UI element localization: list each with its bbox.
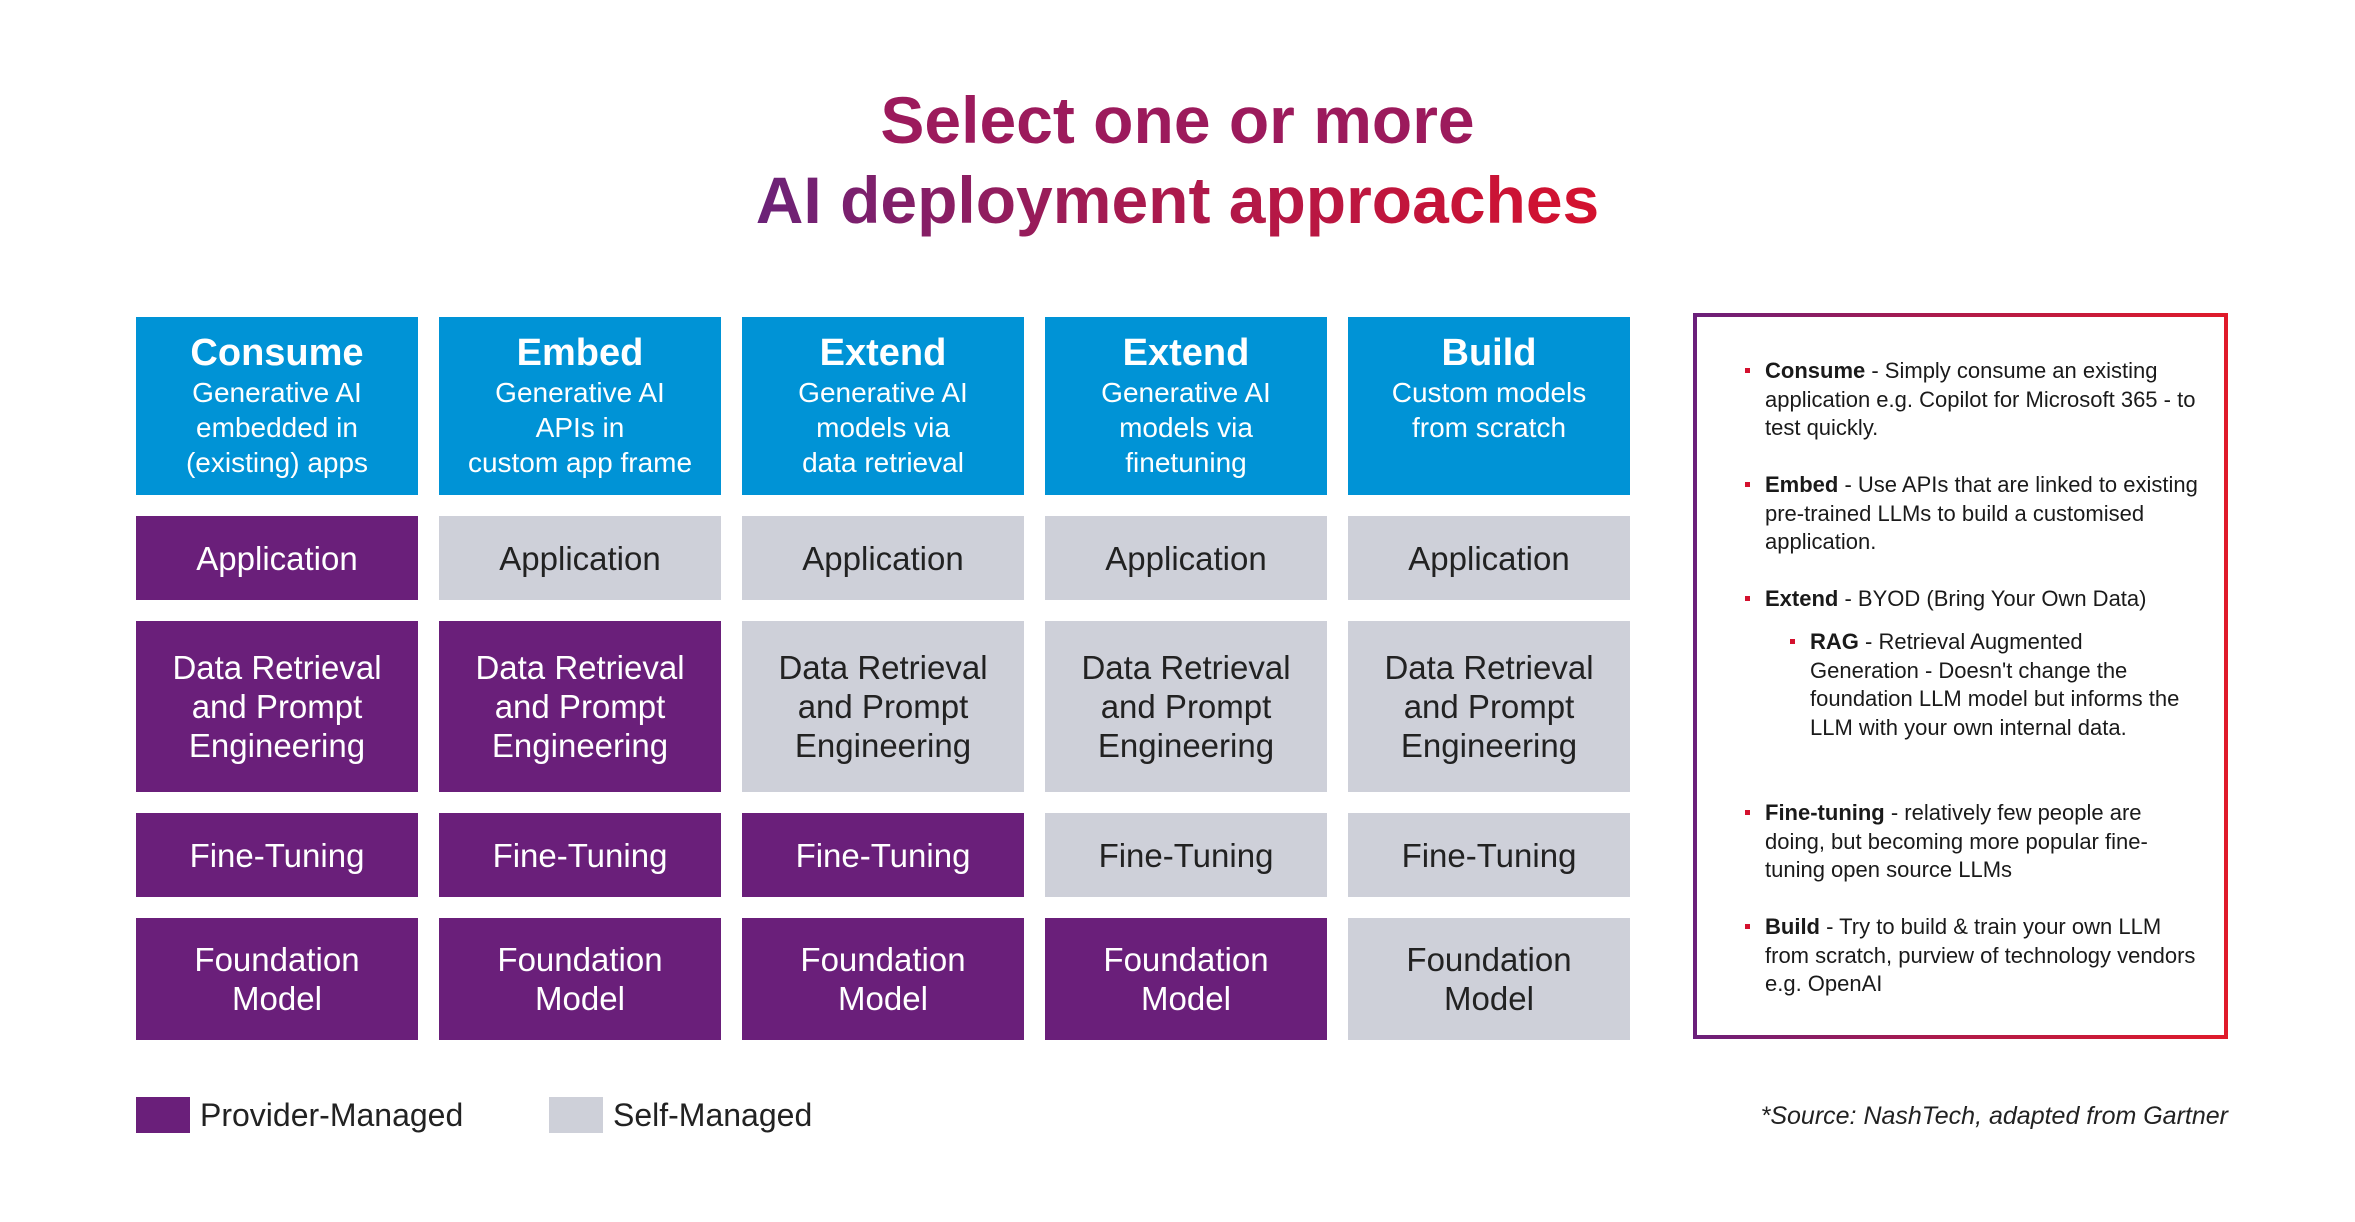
layer-fine-tuning: Fine-Tuning: [742, 813, 1024, 897]
column-title: Extend: [819, 332, 947, 374]
page-title: Select one or more AI deployment approac…: [0, 80, 2355, 240]
column-subtitle-line: APIs in: [535, 412, 625, 443]
bullet-icon: [1745, 596, 1750, 601]
column-subtitle-line: from scratch: [1411, 412, 1567, 443]
legend-provider-swatch: [136, 1097, 190, 1133]
layer-data-retrieval: Data Retrieval and Prompt Engineering: [136, 621, 418, 792]
note-build: Build - Try to build & train your own LL…: [1745, 913, 2205, 999]
note-extend: Extend - BYOD (Bring Your Own Data): [1745, 585, 2205, 614]
layer-label: Application: [499, 539, 661, 577]
column-title: Embed: [516, 332, 644, 374]
layer-label: Fine-Tuning: [1401, 836, 1577, 874]
layer-application: Application: [136, 516, 418, 600]
legend-self-swatch: [549, 1097, 603, 1133]
note-term: Build: [1765, 914, 1820, 939]
column-subtitle-line: Generative AI: [495, 377, 665, 408]
layer-application: Application: [1045, 516, 1327, 600]
layer-label: Foundation Model: [497, 941, 663, 1017]
note-text: - Retrieval Augmented Generation - Doesn…: [1810, 629, 2180, 740]
layer-label: Fine-Tuning: [189, 836, 365, 874]
layer-fine-tuning: Fine-Tuning: [1045, 813, 1327, 897]
layer-foundation-model: Foundation Model: [136, 918, 418, 1040]
layer-data-retrieval: Data Retrieval and Prompt Engineering: [439, 621, 721, 792]
bullet-icon: [1745, 482, 1750, 487]
column-title: Extend: [1122, 332, 1250, 374]
note-term: Consume: [1765, 358, 1866, 383]
column-subtitle-line: Generative AI: [1101, 377, 1271, 408]
note-text: - Simply consume an existing application…: [1765, 358, 2196, 440]
bullet-icon: [1745, 810, 1750, 815]
column-subtitle-line: (existing) apps: [185, 447, 369, 478]
source-note: *Source: NashTech, adapted from Gartner: [1760, 1102, 2228, 1130]
note-rag: RAG - Retrieval Augmented Generation - D…: [1790, 628, 2190, 742]
layer-label: Fine-Tuning: [492, 836, 668, 874]
bullet-icon: [1745, 924, 1750, 929]
layer-label: Application: [196, 539, 358, 577]
layer-label: Application: [1408, 539, 1570, 577]
layer-label: Data Retrieval and Prompt Engineering: [1384, 649, 1594, 764]
layer-label: Foundation Model: [1406, 941, 1572, 1017]
legend-provider-label: Provider-Managed: [200, 1097, 464, 1133]
note-text: - Use APIs that are linked to existing p…: [1765, 472, 2198, 554]
layer-foundation-model: Foundation Model: [742, 918, 1024, 1040]
layer-fine-tuning: Fine-Tuning: [1348, 813, 1630, 897]
layer-label: Data Retrieval and Prompt Engineering: [172, 649, 382, 764]
column-subtitle-line: Generative AI: [798, 377, 968, 408]
note-embed: Embed - Use APIs that are linked to exis…: [1745, 471, 2205, 557]
layer-fine-tuning: Fine-Tuning: [136, 813, 418, 897]
layer-fine-tuning: Fine-Tuning: [439, 813, 721, 897]
layer-data-retrieval: Data Retrieval and Prompt Engineering: [1045, 621, 1327, 792]
title-line-1: Select one or more: [880, 83, 1475, 157]
note-term: Extend: [1765, 586, 1839, 611]
note-term: RAG: [1810, 629, 1859, 654]
note-text: - Try to build & train your own LLM from…: [1765, 914, 2196, 996]
layer-application: Application: [742, 516, 1024, 600]
layer-label: Foundation Model: [800, 941, 966, 1017]
column-subtitle-line: custom app frame: [467, 447, 693, 478]
layer-label: Fine-Tuning: [795, 836, 971, 874]
note-term: Embed: [1765, 472, 1839, 497]
title-line-2: AI deployment approaches: [755, 163, 1600, 237]
column-subtitle-line: Generative AI: [192, 377, 362, 408]
column-subtitle-line: finetuning: [1125, 447, 1247, 478]
layer-label: Application: [802, 539, 964, 577]
column-title: Consume: [190, 332, 364, 374]
note-term: Fine-tuning: [1765, 800, 1885, 825]
legend-self-label: Self-Managed: [613, 1097, 813, 1133]
layer-label: Foundation Model: [194, 941, 360, 1017]
layer-label: Data Retrieval and Prompt Engineering: [1081, 649, 1291, 764]
notes-panel: Consume - Simply consume an existing app…: [1693, 313, 2228, 1039]
bullet-icon: [1790, 639, 1795, 644]
column-subtitle-line: models via: [816, 412, 950, 443]
column-subtitle-line: models via: [1119, 412, 1253, 443]
note-fine-tuning: Fine-tuning - relatively few people are …: [1745, 799, 2205, 885]
layer-application: Application: [439, 516, 721, 600]
layer-label: Data Retrieval and Prompt Engineering: [778, 649, 988, 764]
note-consume: Consume - Simply consume an existing app…: [1745, 357, 2205, 443]
column-subtitle-line: embedded in: [196, 412, 358, 443]
layer-foundation-model: Foundation Model: [439, 918, 721, 1040]
layer-foundation-model: Foundation Model: [1045, 918, 1327, 1040]
layer-data-retrieval: Data Retrieval and Prompt Engineering: [1348, 621, 1630, 792]
note-text: - BYOD (Bring Your Own Data): [1838, 586, 2147, 611]
layer-foundation-model: Foundation Model: [1348, 918, 1630, 1040]
bullet-icon: [1745, 368, 1750, 373]
layer-label: Foundation Model: [1103, 941, 1269, 1017]
layer-label: Application: [1105, 539, 1267, 577]
note-text: - relatively few people are doing, but b…: [1765, 800, 2148, 882]
layer-label: Data Retrieval and Prompt Engineering: [475, 649, 685, 764]
layer-application: Application: [1348, 516, 1630, 600]
layer-label: Fine-Tuning: [1098, 836, 1274, 874]
layer-data-retrieval: Data Retrieval and Prompt Engineering: [742, 621, 1024, 792]
column-subtitle-line: Custom models: [1391, 377, 1587, 408]
column-subtitle-line: data retrieval: [802, 447, 964, 478]
column-title: Build: [1441, 332, 1537, 374]
